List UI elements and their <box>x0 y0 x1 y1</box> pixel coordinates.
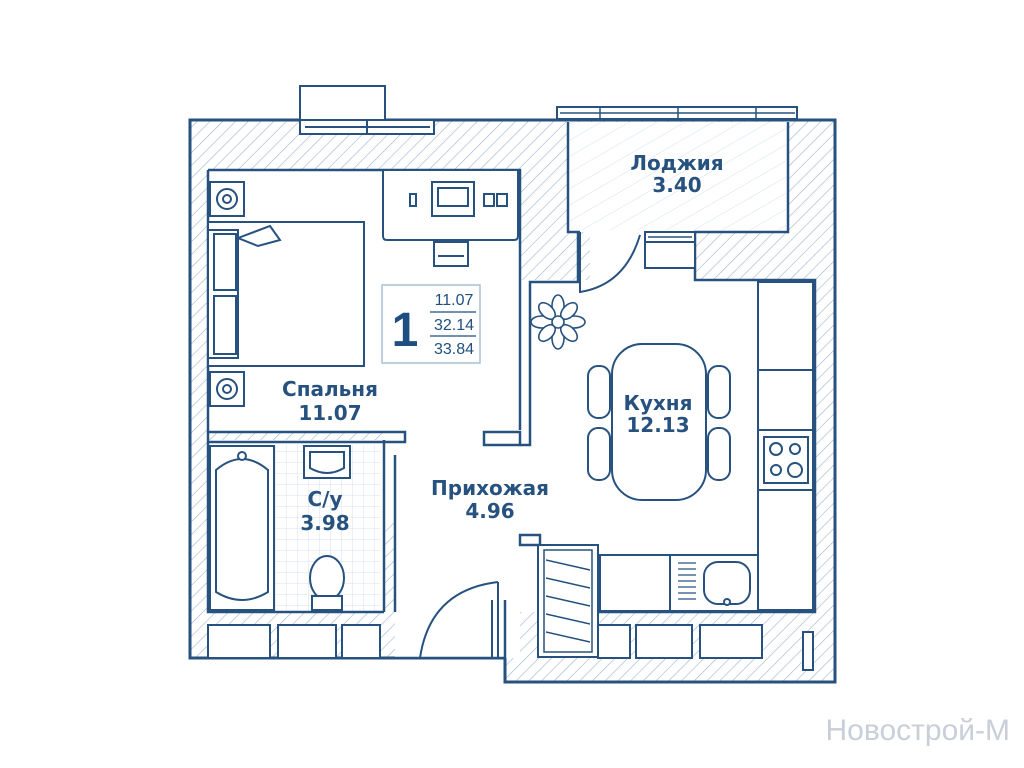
total-area-with-loggia: 33.84 <box>434 341 474 358</box>
bedroom-label: Спальня <box>282 377 378 401</box>
hallway-area: 4.96 <box>465 499 514 523</box>
kitchen-label: Кухня <box>624 391 693 415</box>
window-loggia <box>556 106 798 120</box>
living-area: 11.07 <box>435 292 474 309</box>
nightstand-top <box>209 181 245 217</box>
loggia-floor <box>570 122 786 230</box>
watermark: Новострой-М <box>826 714 1010 747</box>
plant-icon <box>530 294 586 350</box>
hallway-label: Прихожая <box>431 476 549 500</box>
kitchen-area: 12.13 <box>626 413 689 437</box>
total-area: 32.14 <box>434 317 474 334</box>
window-right-small <box>802 631 814 671</box>
door-entrance <box>419 581 499 659</box>
apartment-info-box: 1 11.07 32.14 33.84 <box>381 284 481 364</box>
bathtub-icon <box>209 445 275 611</box>
loggia-area: 3.40 <box>652 173 701 197</box>
wall-niches <box>207 624 763 659</box>
window-bedroom <box>299 85 435 135</box>
desk <box>382 169 519 267</box>
washbasin-icon <box>303 445 351 479</box>
wardrobe <box>537 544 599 658</box>
bathroom-label: С/у <box>307 487 342 511</box>
rooms-count: 1 <box>392 304 419 357</box>
dining-table <box>587 343 731 501</box>
bedroom-area: 11.07 <box>298 401 361 425</box>
bathroom-area: 3.98 <box>300 511 349 535</box>
nightstand-bottom <box>209 371 245 407</box>
bed <box>207 221 365 367</box>
kitchen-sink-icon <box>678 561 751 606</box>
toilet-icon <box>309 555 345 611</box>
loggia-label: Лоджия <box>630 151 723 175</box>
door-loggia <box>579 232 641 294</box>
stove-icon <box>763 436 809 484</box>
window-kitchen-loggia <box>644 231 696 269</box>
